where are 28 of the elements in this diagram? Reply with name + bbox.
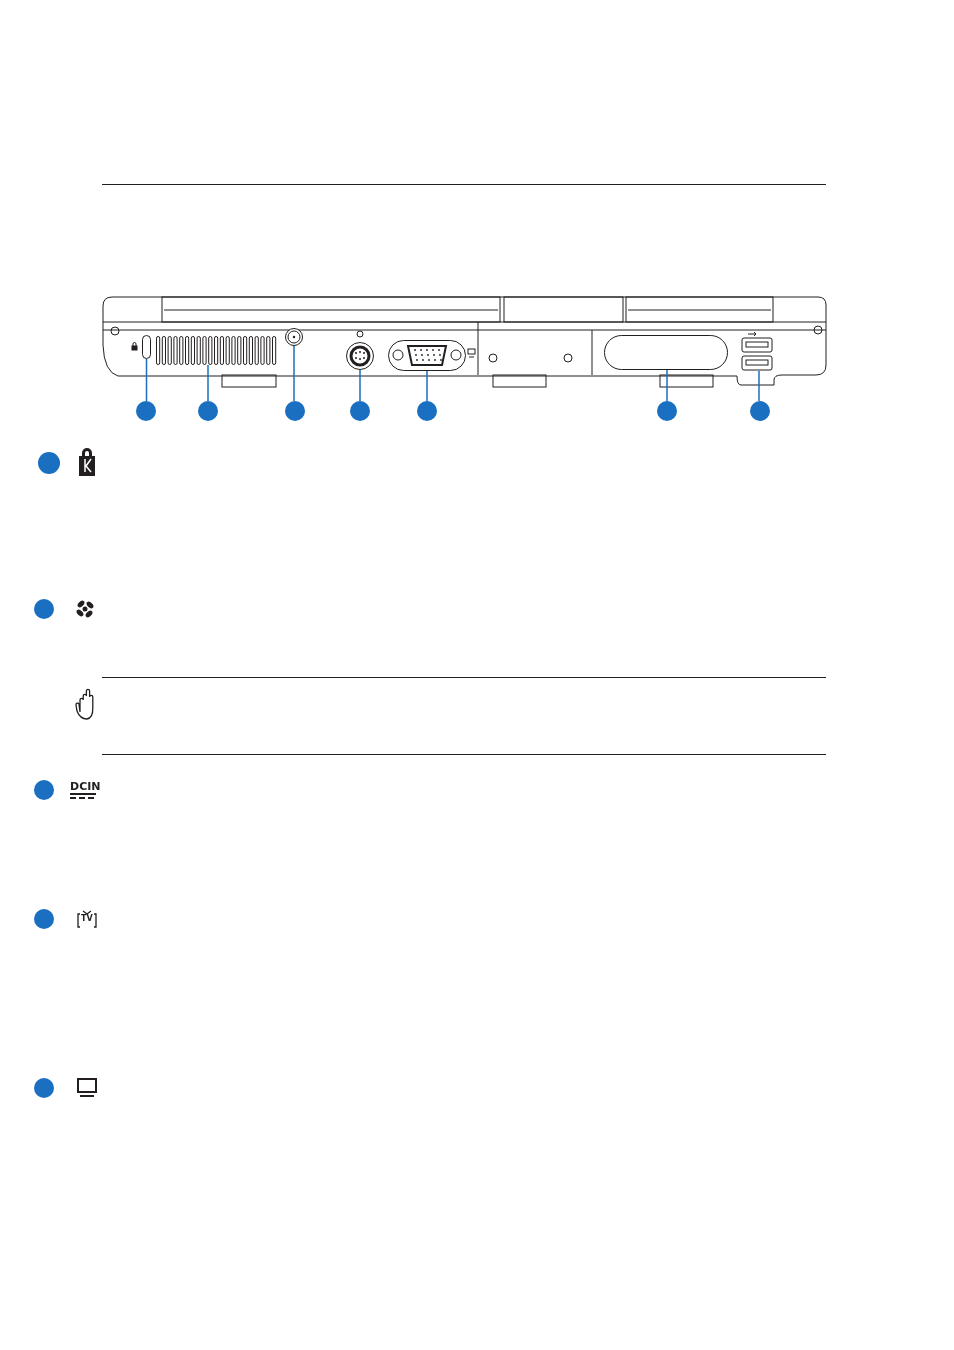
callout-circle: [34, 599, 54, 619]
dc-in-label: DCIN: [70, 781, 101, 792]
leader-line: [359, 369, 361, 402]
callout-circle: [34, 1078, 54, 1098]
callout-circle: [198, 401, 218, 421]
callout-circle: [750, 401, 770, 421]
vga-port: [388, 340, 466, 371]
callout-circle: [38, 452, 60, 474]
callout-circle: [657, 401, 677, 421]
callout-circle: [350, 401, 370, 421]
usb-ports: [741, 337, 773, 371]
callout-circle: [417, 401, 437, 421]
callout-circle: [285, 401, 305, 421]
leader-line: [758, 370, 760, 402]
leader-line: [207, 364, 209, 402]
callout-circle: [34, 780, 54, 800]
vent-grille: [156, 336, 277, 365]
leader-line: [145, 358, 148, 402]
leader-line: [666, 369, 668, 402]
callout-circle: [34, 909, 54, 929]
dc-jack: [285, 328, 303, 346]
leader-line: [426, 370, 428, 402]
tv-label: TV: [81, 915, 93, 923]
leader-line: [293, 345, 295, 402]
battery-cover: [604, 335, 728, 370]
callout-circle: [136, 401, 156, 421]
s-video-port: [346, 342, 374, 370]
lock-slot: [142, 335, 151, 359]
